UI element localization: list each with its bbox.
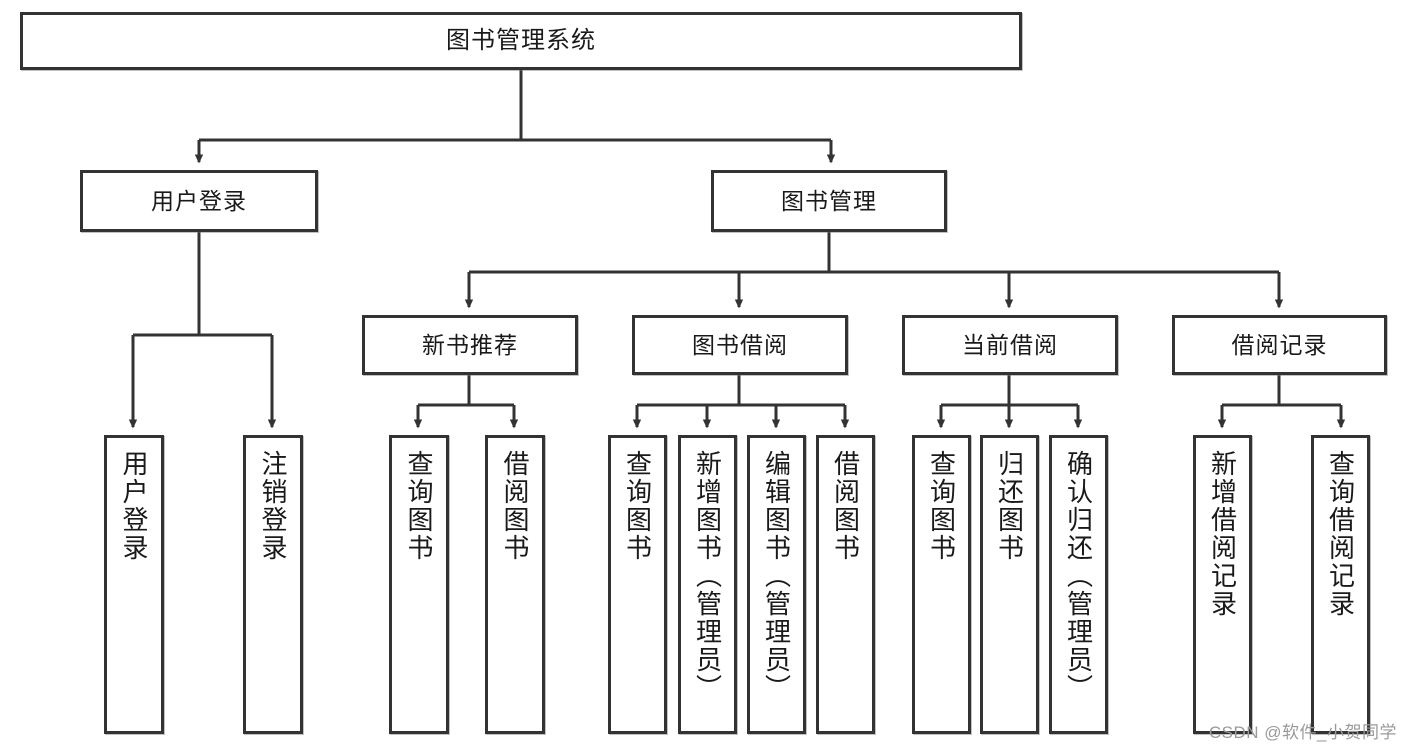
node-leaf-user-login[interactable]: 用户登录 <box>104 435 164 734</box>
node-label: 归还图书 <box>994 450 1025 562</box>
node-current-borrow[interactable]: 当前借阅 <box>902 315 1118 375</box>
node-label: 注销登录 <box>258 450 289 562</box>
node-new-book-recommend[interactable]: 新书推荐 <box>362 315 578 375</box>
node-label: 新书推荐 <box>422 331 518 358</box>
node-leaf-borrow-book-2[interactable]: 借阅图书 <box>816 435 875 734</box>
node-label: 新增借阅记录 <box>1207 450 1238 618</box>
node-root-book-management-system[interactable]: 图书管理系统 <box>20 12 1022 70</box>
node-label: 查询图书 <box>926 450 957 562</box>
node-label: 当前借阅 <box>962 331 1058 358</box>
node-leaf-confirm-return-admin[interactable]: 确认归还（管理员） <box>1049 435 1108 734</box>
node-label: 图书管理系统 <box>446 27 596 55</box>
node-leaf-edit-book-admin[interactable]: 编辑图书（管理员） <box>747 435 806 734</box>
node-label: 图书管理 <box>781 187 877 214</box>
node-book-borrow[interactable]: 图书借阅 <box>632 315 848 375</box>
node-label: 查询借阅记录 <box>1325 450 1356 618</box>
node-label: 确认归还（管理员） <box>1063 450 1094 702</box>
node-leaf-return-book[interactable]: 归还图书 <box>980 435 1039 734</box>
node-borrow-record[interactable]: 借阅记录 <box>1172 315 1387 375</box>
node-leaf-query-borrow-record[interactable]: 查询借阅记录 <box>1311 435 1370 734</box>
node-leaf-logout-login[interactable]: 注销登录 <box>243 435 303 734</box>
node-label: 用户登录 <box>151 187 247 214</box>
node-label: 借阅记录 <box>1231 331 1328 358</box>
node-book-management[interactable]: 图书管理 <box>711 170 947 232</box>
node-leaf-add-book-admin[interactable]: 新增图书（管理员） <box>678 435 737 734</box>
node-leaf-add-borrow-record[interactable]: 新增借阅记录 <box>1193 435 1252 734</box>
csdn-watermark: CSDN @软件_小贺同学 <box>1208 723 1397 742</box>
node-leaf-borrow-book-1[interactable]: 借阅图书 <box>485 435 545 734</box>
node-label: 查询图书 <box>404 450 435 562</box>
node-leaf-query-book-1[interactable]: 查询图书 <box>389 435 449 734</box>
node-label: 编辑图书（管理员） <box>761 450 792 702</box>
node-label: 借阅图书 <box>830 450 861 562</box>
node-label: 图书借阅 <box>692 331 788 358</box>
node-leaf-query-book-2[interactable]: 查询图书 <box>608 435 667 734</box>
node-label: 用户登录 <box>119 450 150 562</box>
node-label: 查询图书 <box>622 450 653 562</box>
node-label: 新增图书（管理员） <box>692 450 723 702</box>
node-label: 借阅图书 <box>500 450 531 562</box>
node-user-login[interactable]: 用户登录 <box>80 170 318 232</box>
node-leaf-query-book-3[interactable]: 查询图书 <box>912 435 971 734</box>
